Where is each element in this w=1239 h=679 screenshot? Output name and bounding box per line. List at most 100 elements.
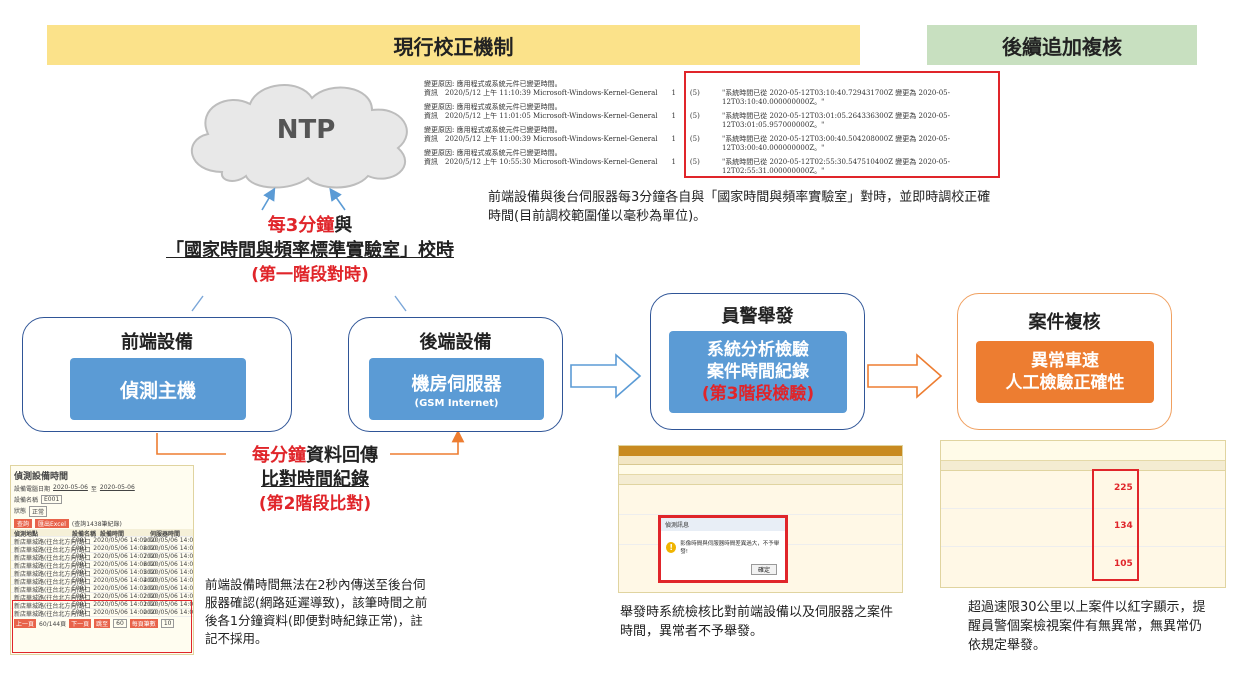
review-box: 案件複核 異常車速 人工檢驗正確性: [957, 293, 1172, 430]
police-panel: 系統分析檢驗 案件時間紀錄 (第3階段檢驗): [669, 331, 847, 413]
cell-server-time: 2020/05/06 14:01:00: [143, 601, 194, 608]
action-row: 查詢 匯出Excel (查詢1438筆紀錄): [11, 518, 193, 529]
log-info: 資訊 2020/5/12 上午 11:10:39 Microsoft-Windo…: [424, 89, 700, 97]
ntp-label: NTP: [276, 115, 336, 145]
ntp-sync-text: 每3分鐘與 「國家時間與頻率標準實驗室」校時 (第一階段對時): [120, 215, 500, 286]
error-dialog-highlight: 偵測訊息 ! 影像時間與伺服器時間差異過大，不予舉發! 確定: [658, 515, 788, 583]
pager-size-input[interactable]: 10: [160, 619, 175, 628]
guide-line-right: [394, 295, 407, 312]
review-filter-area: [941, 441, 1225, 461]
export-excel-button[interactable]: 匯出Excel: [35, 519, 69, 528]
backend-box: 後端設備 機房伺服器 (GSM Internet): [348, 317, 563, 432]
guide-line-left: [191, 295, 204, 312]
speed-value: 225: [1114, 483, 1133, 493]
police-line2: 案件時間紀錄: [707, 362, 809, 382]
pager-jump-button[interactable]: 跳至: [94, 619, 111, 628]
arrow-back-to-ntp: [329, 187, 346, 211]
review-title: 案件複核: [1028, 312, 1101, 333]
query-button[interactable]: 查詢: [14, 519, 33, 528]
cell-location: 新店華城路(往台北方向)路口: [14, 563, 91, 570]
police-box: 員警舉發 系統分析檢驗 案件時間紀錄 (第3階段檢驗): [650, 293, 865, 430]
cloud-shape: [190, 84, 408, 189]
screenshot-titlebar: [619, 446, 902, 456]
screenshot-toolbar: [619, 456, 902, 465]
screenshot-row: [619, 485, 902, 515]
banner-followup-review: 後續追加複核: [927, 25, 1197, 65]
cell-device-time: 2020/05/06 14:01:00: [93, 601, 157, 608]
cell-device-time: 2020/05/06 14:04:00: [93, 577, 157, 584]
sync-interval-rest: 與: [334, 215, 353, 236]
log-row: 變更原因: 應用程式或系統元件已變更時間。 資訊 2020/5/12 上午 11…: [424, 103, 1004, 129]
pager-next-button[interactable]: 下一頁: [69, 619, 92, 628]
date-to-input[interactable]: 2020-05-06: [99, 484, 135, 491]
compare-record: 比對時間紀錄: [261, 469, 369, 490]
error-dialog-title: 偵測訊息: [661, 518, 785, 531]
cell-device-time: 2020/05/06 14:07:00: [93, 553, 157, 560]
sync-stage: (第一階段對時): [251, 265, 369, 285]
screenshot-filter: [619, 465, 902, 475]
pager-size-label: 每頁筆數: [129, 619, 158, 628]
log-caption: 前端設備與後台伺服器每3分鐘各自與「國家時間與頻率實驗室」對時，並即時調校正確時…: [488, 190, 991, 224]
device-rows-highlight: [12, 600, 192, 653]
pager-num-input[interactable]: 60: [113, 619, 127, 628]
log-row: 變更原因: 應用程式或系統元件已變更時間。 資訊 2020/5/12 上午 10…: [424, 149, 1004, 175]
frontend-panel: 偵測主機: [70, 358, 246, 420]
col-device-time: 設備時間: [100, 531, 125, 538]
log-row: 變更原因: 應用程式或系統元件已變更時間。 資訊 2020/5/12 上午 11…: [424, 80, 1004, 106]
log-detail: "系統時間已從 2020-05-12T03:10:40.729431700Z 變…: [722, 89, 950, 106]
cell-server-time: 2020/05/06 14:06:00: [143, 561, 194, 568]
police-caption: 舉發時系統檢核比對前端設備以及伺服器之案件時間，異常者不予舉發。: [620, 605, 894, 639]
arrow-front-to-ntp: [261, 187, 276, 211]
review-header: [941, 461, 1225, 471]
compare-text: 每分鐘資料回傳 比對時間紀錄 (第2階段比對): [200, 445, 430, 515]
frontend-title: 前端設備: [121, 332, 193, 353]
col-device: 設備名稱: [72, 531, 97, 538]
hollow-arrow-to-police: [570, 353, 642, 399]
backend-panel: 機房伺服器 (GSM Internet): [369, 358, 544, 420]
cell-location: 新店華城路(往台北方向)路口: [14, 539, 91, 546]
compare-interval: 每分鐘: [252, 445, 306, 466]
cell-location: 新店華城路(往台北方向)路口: [14, 595, 91, 602]
device-caption: 前端設備時間無法在2秒內傳送至後台伺服器確認(網路延遲導致)，該筆時間之前後各1…: [205, 577, 428, 646]
dialog-ok-button[interactable]: 確定: [750, 564, 777, 575]
cell-location: 新店華城路(往台北方向)路口: [14, 547, 91, 554]
pager-page: 60/144頁: [39, 621, 67, 628]
record-count: (查詢1438筆紀錄): [71, 521, 122, 528]
cell-device-time: 2020/05/06 14:09:00: [93, 537, 157, 544]
log-highlight-box: [684, 71, 1000, 178]
date-label: 設備電腦日期: [14, 486, 51, 493]
review-caption: 超過速限30公里以上案件以紅字顯示，提醒員警個案檢視案件有無異常，無異常仍依規定…: [968, 600, 1206, 653]
frontend-panel-label: 偵測主機: [119, 379, 196, 402]
review-panel: 異常車速 人工檢驗正確性: [976, 341, 1154, 403]
cell-device: E001: [72, 553, 88, 560]
cell-location: 新店華城路(往台北方向)路口: [14, 579, 91, 586]
screenshot-header: [619, 475, 902, 485]
log-head: 變更原因: 應用程式或系統元件已變更時間。: [424, 126, 562, 134]
device-name-select[interactable]: E001: [41, 495, 63, 504]
sync-interval: 每3分鐘: [267, 215, 335, 236]
date-from-input[interactable]: 2020-05-06: [53, 484, 88, 491]
status-select[interactable]: 正常: [29, 506, 48, 517]
cell-server-time: 2020/05/06 14:04:00: [143, 577, 194, 584]
cell-device-time: 2020/05/06 14:00:00: [93, 609, 157, 616]
log-head: 變更原因: 應用程式或系統元件已變更時間。: [424, 80, 562, 88]
cell-device: E001: [72, 537, 88, 544]
pager-prev-button[interactable]: 上一頁: [14, 619, 37, 628]
device-name-label: 設備名稱: [14, 497, 39, 504]
cell-server-time: 2020/05/06 14:00:00: [143, 609, 194, 616]
orange-path-left: [156, 433, 226, 455]
device-shot-title: 偵測設備時間: [14, 472, 69, 482]
review-line1: 異常車速: [1031, 351, 1099, 371]
cell-server-time: 2020/05/06 14:07:00: [143, 553, 194, 560]
status-label: 狀態: [14, 508, 27, 515]
error-dialog-body: ! 影像時間與伺服器時間差異過大，不予舉發!: [661, 531, 785, 563]
log-detail: "系統時間已從 2020-05-12T03:01:05.264336300Z 變…: [722, 112, 950, 129]
col-server-time: 伺服器時間: [150, 531, 181, 538]
review-row: 105: [941, 547, 1225, 585]
